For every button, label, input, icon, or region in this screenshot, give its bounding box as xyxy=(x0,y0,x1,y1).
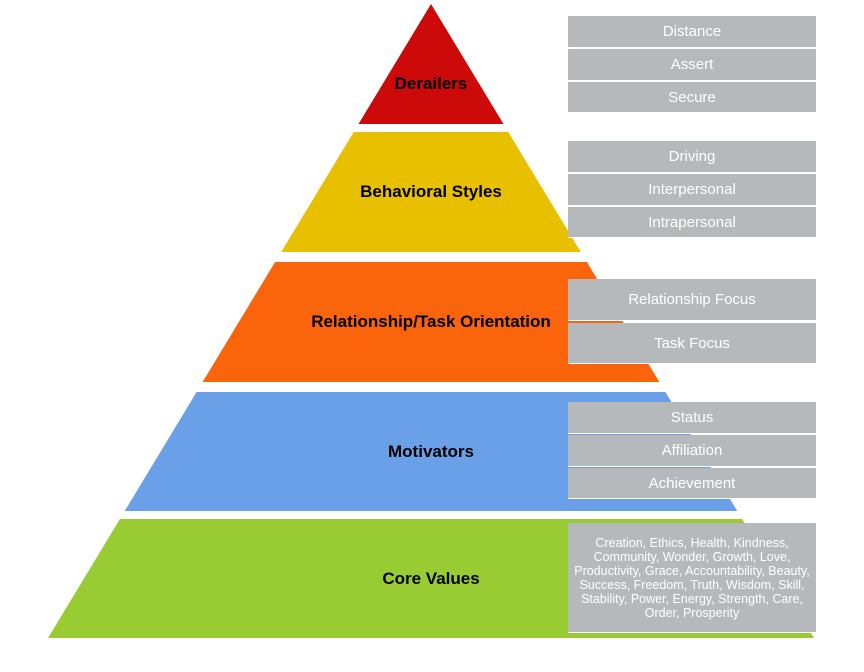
derailer-item-distance: Distance xyxy=(568,16,816,48)
orientation-item-relationship-focus: Relationship Focus xyxy=(568,279,816,321)
relationship-task-orientation-tier-shape xyxy=(202,262,660,382)
derailer-item-secure: Secure xyxy=(568,82,816,113)
behavioral-styles-label: Behavioral Styles xyxy=(360,182,502,201)
relationship-task-orientation-label: Relationship/Task Orientation xyxy=(311,312,551,331)
behavioral-style-item-driving: Driving xyxy=(568,141,816,173)
orientation-item-task-focus: Task Focus xyxy=(568,323,816,364)
derailers-tier-shape xyxy=(358,4,504,124)
derailers-label: Derailers xyxy=(394,74,468,93)
motivators-label: Motivators xyxy=(388,441,474,461)
behavioral-style-item-interpersonal: Interpersonal xyxy=(568,174,816,206)
motivator-item-achievement: Achievement xyxy=(568,468,816,499)
behavioral-styles-tier-shape xyxy=(281,132,581,252)
core-values-list: Creation, Ethics, Health, Kindness, Comm… xyxy=(568,523,816,633)
behavioral-style-item-intrapersonal: Intrapersonal xyxy=(568,207,816,238)
motivator-item-affiliation: Affiliation xyxy=(568,435,816,467)
motivator-item-status: Status xyxy=(568,402,816,434)
derailer-item-assert: Assert xyxy=(568,49,816,81)
core-values-label: Core Values xyxy=(382,568,480,588)
